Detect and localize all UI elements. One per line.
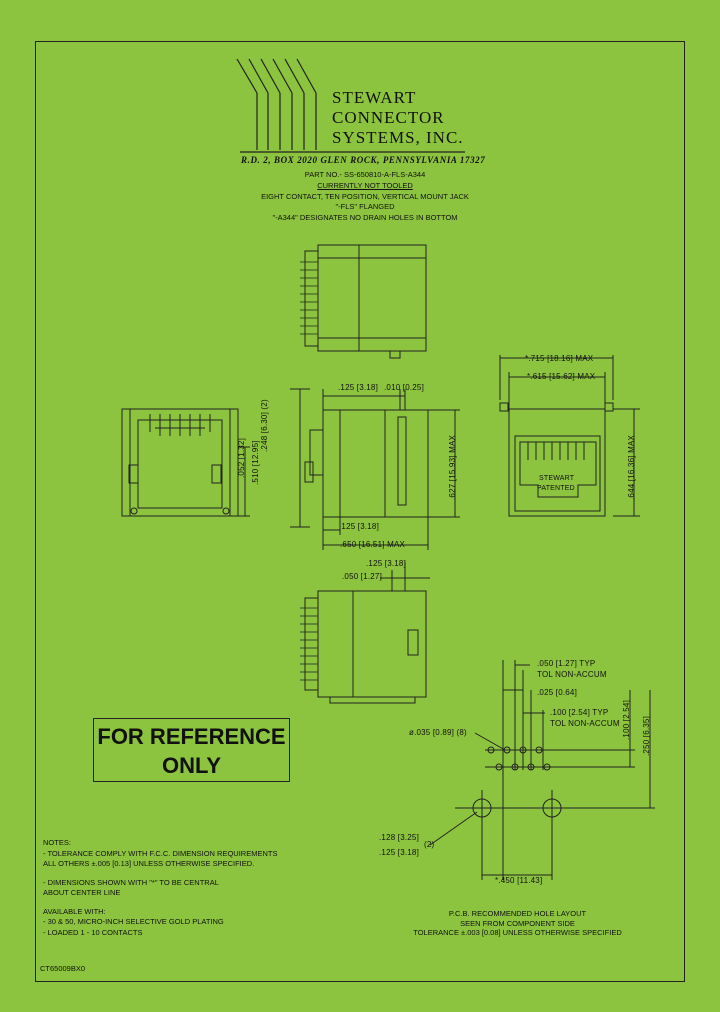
drain-note: "-A344" DESIGNATES NO DRAIN HOLES IN BOT… xyxy=(272,213,458,223)
front-view xyxy=(121,408,250,517)
dim-front-510: .510 [12.95] xyxy=(251,440,260,485)
part-number: PART NO.- SS-650810-A-FLS-A344 xyxy=(304,170,426,179)
dim-side-top-010: .010 [0.25] xyxy=(384,383,425,392)
available-title: AVAILABLE WITH: xyxy=(43,906,106,916)
company-logo xyxy=(236,58,465,153)
dim-front-052: .052 [1.32] xyxy=(237,437,246,478)
dim-pcb-100v: .100 [2.54] xyxy=(622,699,631,740)
part-description: EIGHT CONTACT, TEN POSITION, VERTICAL MO… xyxy=(261,191,469,201)
notes-title: NOTES: xyxy=(43,838,71,847)
drawing-code: CT65009BX0 xyxy=(40,964,86,973)
dim-side-top-125: .125 [3.18] xyxy=(338,383,379,392)
dim-pcb-450: *.450 [11.43] xyxy=(495,876,543,885)
dim-side-650: .650 [16.51] MAX xyxy=(340,540,406,549)
dim-rear-644: .644 [16.36] MAX xyxy=(627,434,636,500)
top-view-upper xyxy=(300,244,427,359)
available-line: - LOADED 1 - 10 CONTACTS xyxy=(43,927,143,937)
company-name-line: SYSTEMS, INC. xyxy=(332,128,464,147)
dim-rear-615: *.615 [15.62] MAX xyxy=(527,372,596,381)
dim-bottom-125: .125 [3.18] xyxy=(366,559,407,568)
note-line: - TOLERANCE COMPLY WITH F.C.C. DIMENSION… xyxy=(43,848,278,858)
rear-view xyxy=(499,355,640,517)
dim-side-627: .627 [15.93] MAX xyxy=(448,434,457,500)
company-name-line: CONNECTOR xyxy=(332,108,445,127)
note-line: - DIMENSIONS SHOWN WITH "*" TO BE CENTRA… xyxy=(43,877,219,887)
company-name: STEWART CONNECTOR SYSTEMS, INC. xyxy=(332,88,464,148)
notes-block: NOTES: - TOLERANCE COMPLY WITH F.C.C. DI… xyxy=(43,838,277,938)
top-view-lower xyxy=(300,562,430,704)
pcb-caption: P.C.B. RECOMMENDED HOLE LAYOUT SEEN FROM… xyxy=(400,909,635,938)
pcb-caption-line: SEEN FROM COMPONENT SIDE xyxy=(460,918,575,928)
pcb-caption-line: P.C.B. RECOMMENDED HOLE LAYOUT xyxy=(448,909,587,918)
company-name-line: STEWART xyxy=(332,88,417,107)
flanged-note: "-FLS" FLANGED xyxy=(335,202,395,212)
company-address: R.D. 2, BOX 2020 GLEN ROCK, PENNSYLVANIA… xyxy=(241,155,486,165)
available-line: - 30 & 50, MICRO-INCH SELECTIVE GOLD PLA… xyxy=(43,917,224,926)
dim-pcb-050-tol: TOL NON-ACCUM xyxy=(537,670,607,679)
reference-stamp: FOR REFERENCE ONLY xyxy=(93,718,290,782)
reference-line: FOR REFERENCE xyxy=(97,724,286,749)
drawing-border xyxy=(35,41,685,982)
part-info: PART NO.- SS-650810-A-FLS-A344 CURRENTLY… xyxy=(200,170,530,224)
dim-side-248: .248 [6.30] (2) xyxy=(260,399,269,452)
note-line: ALL OTHERS ±.005 [0.13] UNLESS OTHERWISE… xyxy=(43,859,255,868)
dim-side-bottom-125: .125 [3.18] xyxy=(339,522,380,531)
dim-pcb-128: .128 [3.25] xyxy=(379,833,420,842)
dim-pcb-025: .025 [0.64] xyxy=(537,688,578,697)
dim-pcb-250: .250 [6.35] xyxy=(642,715,651,756)
reference-line: ONLY xyxy=(161,753,222,778)
jack-label-patented: PATENTED xyxy=(537,485,575,492)
tooling-status: CURRENTLY NOT TOOLED xyxy=(317,180,413,190)
note-line: ABOUT CENTER LINE xyxy=(43,888,121,897)
dim-rear-715: *.715 [18.16] MAX xyxy=(525,354,594,363)
dim-pcb-hole-qty: (2) xyxy=(424,840,435,849)
dim-bottom-050: .050 [1.27] xyxy=(342,572,383,581)
dim-pcb-100: .100 [2.54] TYP xyxy=(550,708,609,717)
pcb-hole-layout xyxy=(429,660,655,880)
side-view xyxy=(290,388,460,550)
pcb-caption-line: TOLERANCE ±.003 [0.08] UNLESS OTHERWISE … xyxy=(413,928,622,937)
dim-pcb-100-tol: TOL NON-ACCUM xyxy=(550,719,620,728)
jack-label-stewart: STEWART xyxy=(539,475,575,482)
dim-pcb-125: .125 [3.18] xyxy=(379,848,420,857)
dim-pcb-035: ø.035 [0.89] (8) xyxy=(409,728,467,737)
dim-pcb-050: .050 [1.27] TYP xyxy=(537,659,596,668)
